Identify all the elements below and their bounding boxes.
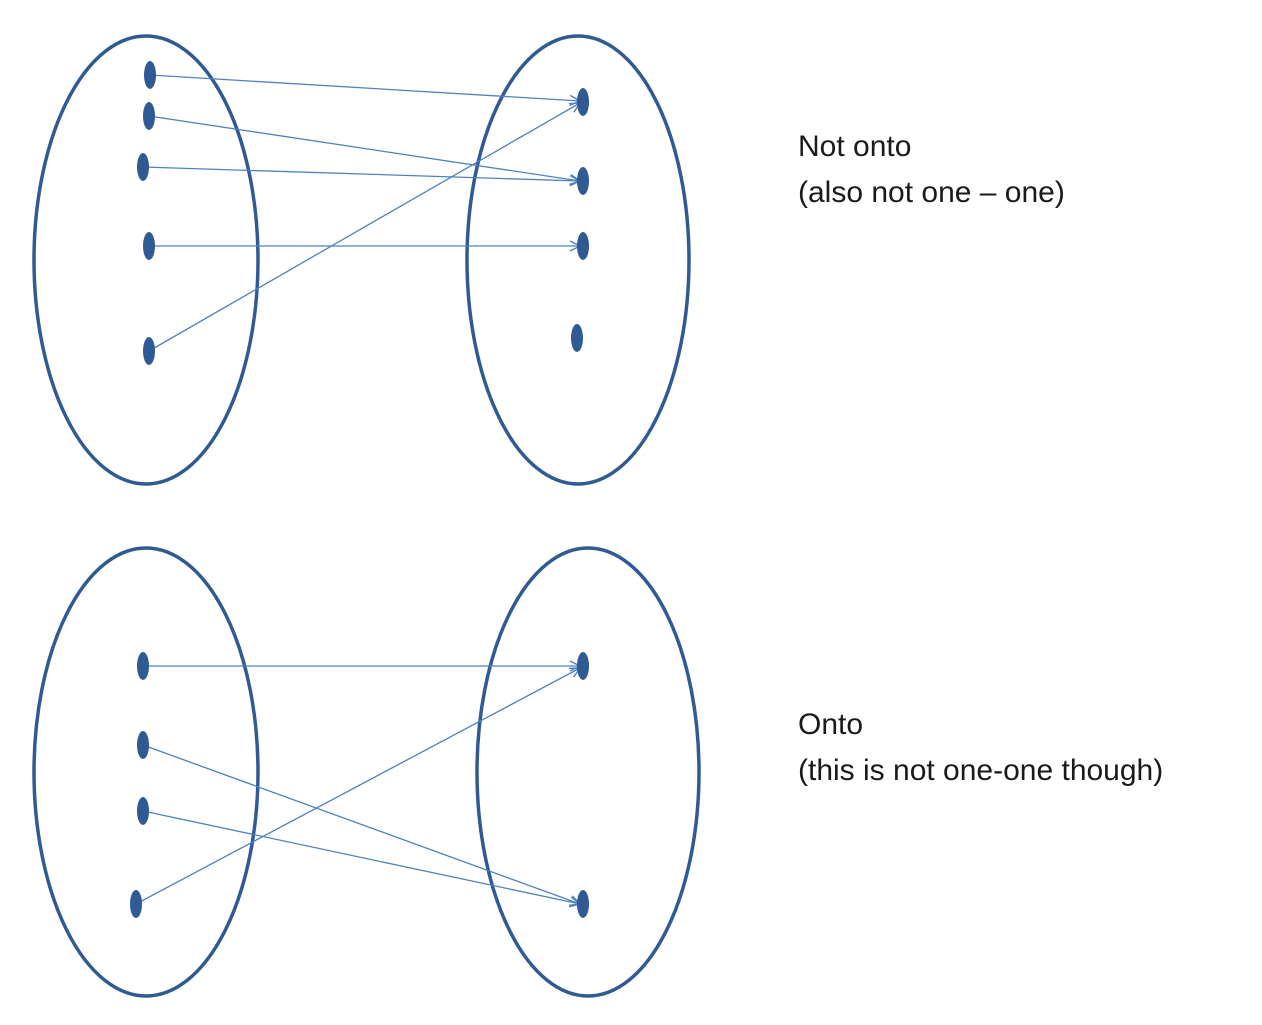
codomain-point xyxy=(577,652,589,680)
codomain-set-oval xyxy=(465,34,691,486)
mapping-arrow xyxy=(149,74,580,101)
codomain-point xyxy=(577,232,589,260)
caption-note: (also not one – one) xyxy=(798,176,1065,209)
mapping-arrow xyxy=(142,810,580,904)
domain-point xyxy=(137,731,149,759)
codomain-points xyxy=(577,652,589,918)
diagram-onto xyxy=(32,546,701,998)
domain-points xyxy=(137,61,156,365)
caption-not-onto: Not onto (also not one – one) xyxy=(798,124,1065,216)
domain-point xyxy=(137,797,149,825)
domain-point xyxy=(143,232,155,260)
domain-point xyxy=(143,102,155,130)
domain-point xyxy=(143,337,155,365)
diagram-not-onto xyxy=(32,34,691,486)
mapping-arrow xyxy=(148,115,580,181)
domain-points xyxy=(130,652,149,918)
codomain-point xyxy=(577,890,589,918)
caption-title: Onto xyxy=(798,708,864,741)
caption-note: (this is not one-one though) xyxy=(798,754,1164,787)
codomain-point xyxy=(577,167,589,195)
domain-set-oval xyxy=(32,34,260,486)
domain-point xyxy=(144,61,156,89)
mapping-arrow xyxy=(148,103,580,352)
caption-onto: Onto (this is not one-one though) xyxy=(798,702,1163,794)
mapping-arrows xyxy=(142,74,580,352)
domain-point xyxy=(137,652,149,680)
mapping-arrows xyxy=(135,666,580,905)
domain-point xyxy=(137,153,149,181)
domain-set-oval xyxy=(32,546,260,998)
mapping-arrow xyxy=(135,668,580,905)
codomain-point xyxy=(577,88,589,116)
codomain-points xyxy=(571,88,589,352)
caption-title: Not onto xyxy=(798,130,912,163)
mapping-arrow xyxy=(142,166,580,181)
mapping-arrow xyxy=(142,744,580,904)
domain-point xyxy=(130,890,142,918)
codomain-set-oval xyxy=(475,546,701,998)
codomain-point xyxy=(571,324,583,352)
